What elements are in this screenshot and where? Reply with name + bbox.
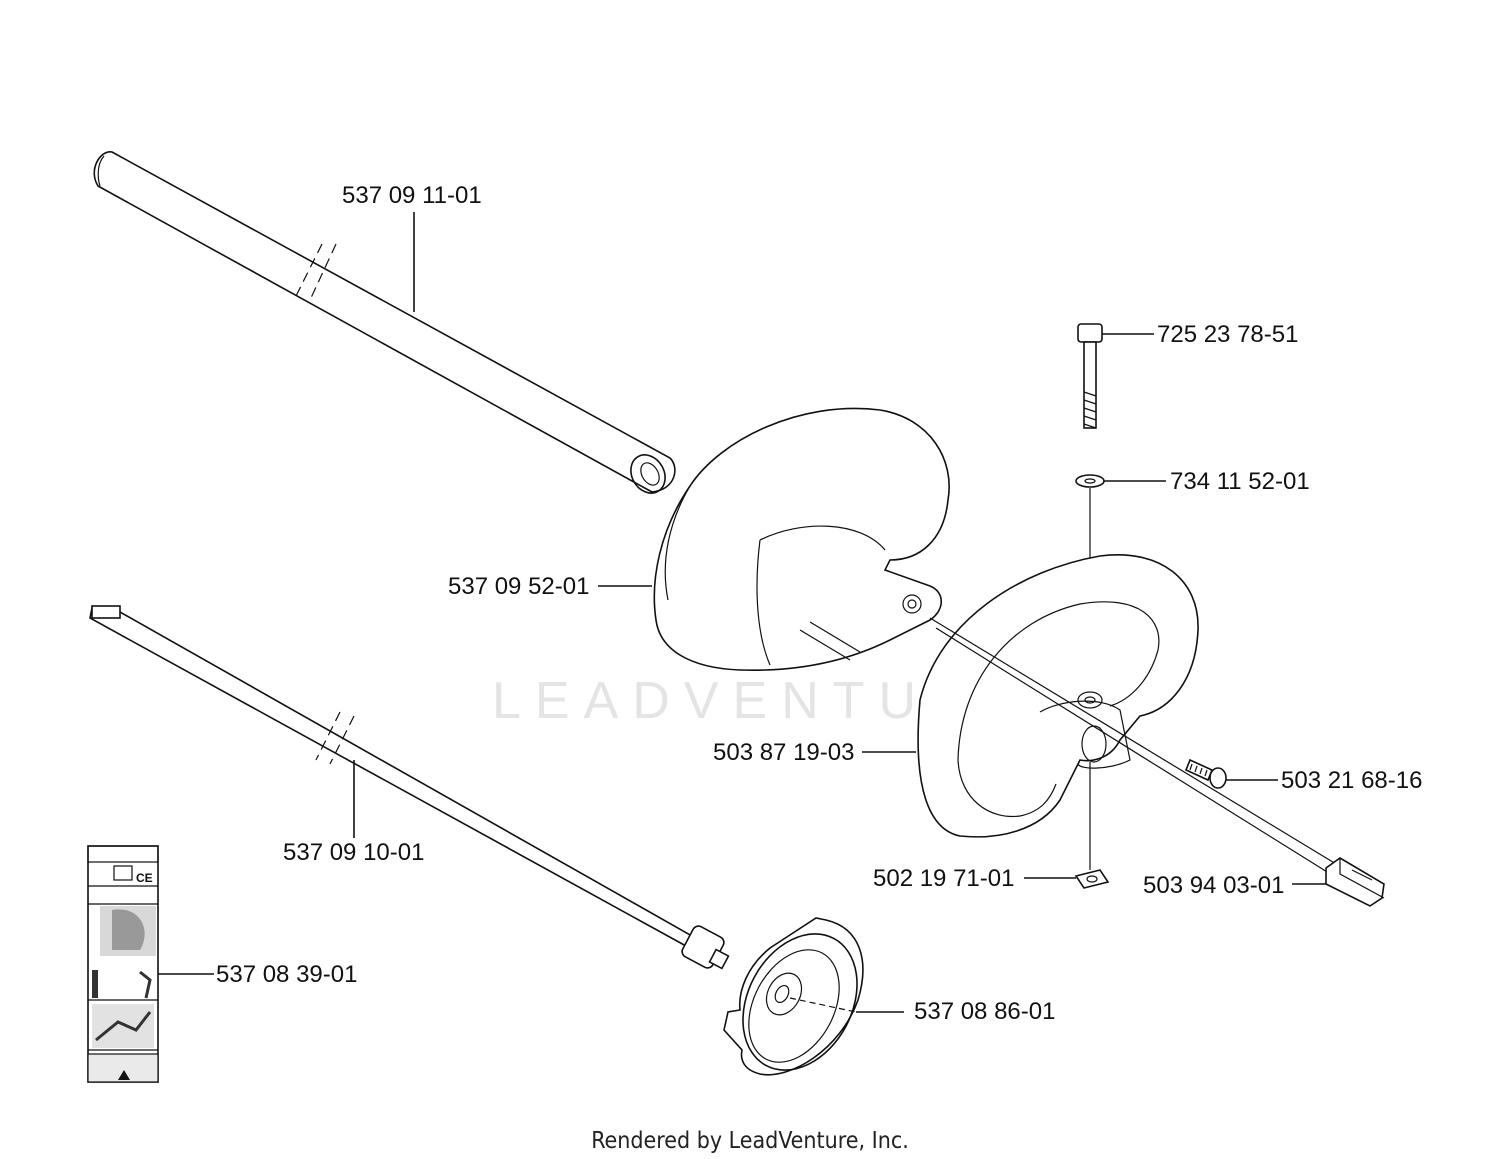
handle-part[interactable] xyxy=(862,554,1347,881)
drive-shaft-part[interactable] xyxy=(89,605,730,970)
decal-part[interactable]: CE xyxy=(87,845,214,1083)
part-label-bracket: 503 94 03-01 xyxy=(1143,872,1284,899)
part-label-tube: 537 09 11-01 xyxy=(342,182,482,209)
part-label-decal: 537 08 39-01 xyxy=(216,961,357,988)
guard-part[interactable] xyxy=(598,407,950,672)
nut-part[interactable] xyxy=(1024,762,1110,889)
bolt-part[interactable] xyxy=(1077,323,1154,429)
part-label-bolt: 725 23 78-51 xyxy=(1157,321,1298,348)
svg-text:CE: CE xyxy=(136,871,153,885)
clutch-cover-part[interactable] xyxy=(720,914,904,1090)
part-label-clutch-cover: 537 08 86-01 xyxy=(914,998,1055,1025)
part-label-handle: 503 87 19-03 xyxy=(713,739,854,766)
part-label-screw: 503 21 68-16 xyxy=(1281,767,1422,794)
tube-part[interactable] xyxy=(93,151,676,499)
part-label-washer: 734 11 52-01 xyxy=(1170,468,1310,495)
part-label-nut: 502 19 71-01 xyxy=(873,865,1014,892)
screw-part[interactable] xyxy=(1184,758,1278,789)
part-label-guard: 537 09 52-01 xyxy=(448,573,589,600)
part-label-drive-shaft: 537 09 10-01 xyxy=(283,839,424,866)
footer-credit: Rendered by LeadVenture, Inc. xyxy=(591,1128,909,1154)
bracket-part[interactable] xyxy=(1292,857,1385,907)
